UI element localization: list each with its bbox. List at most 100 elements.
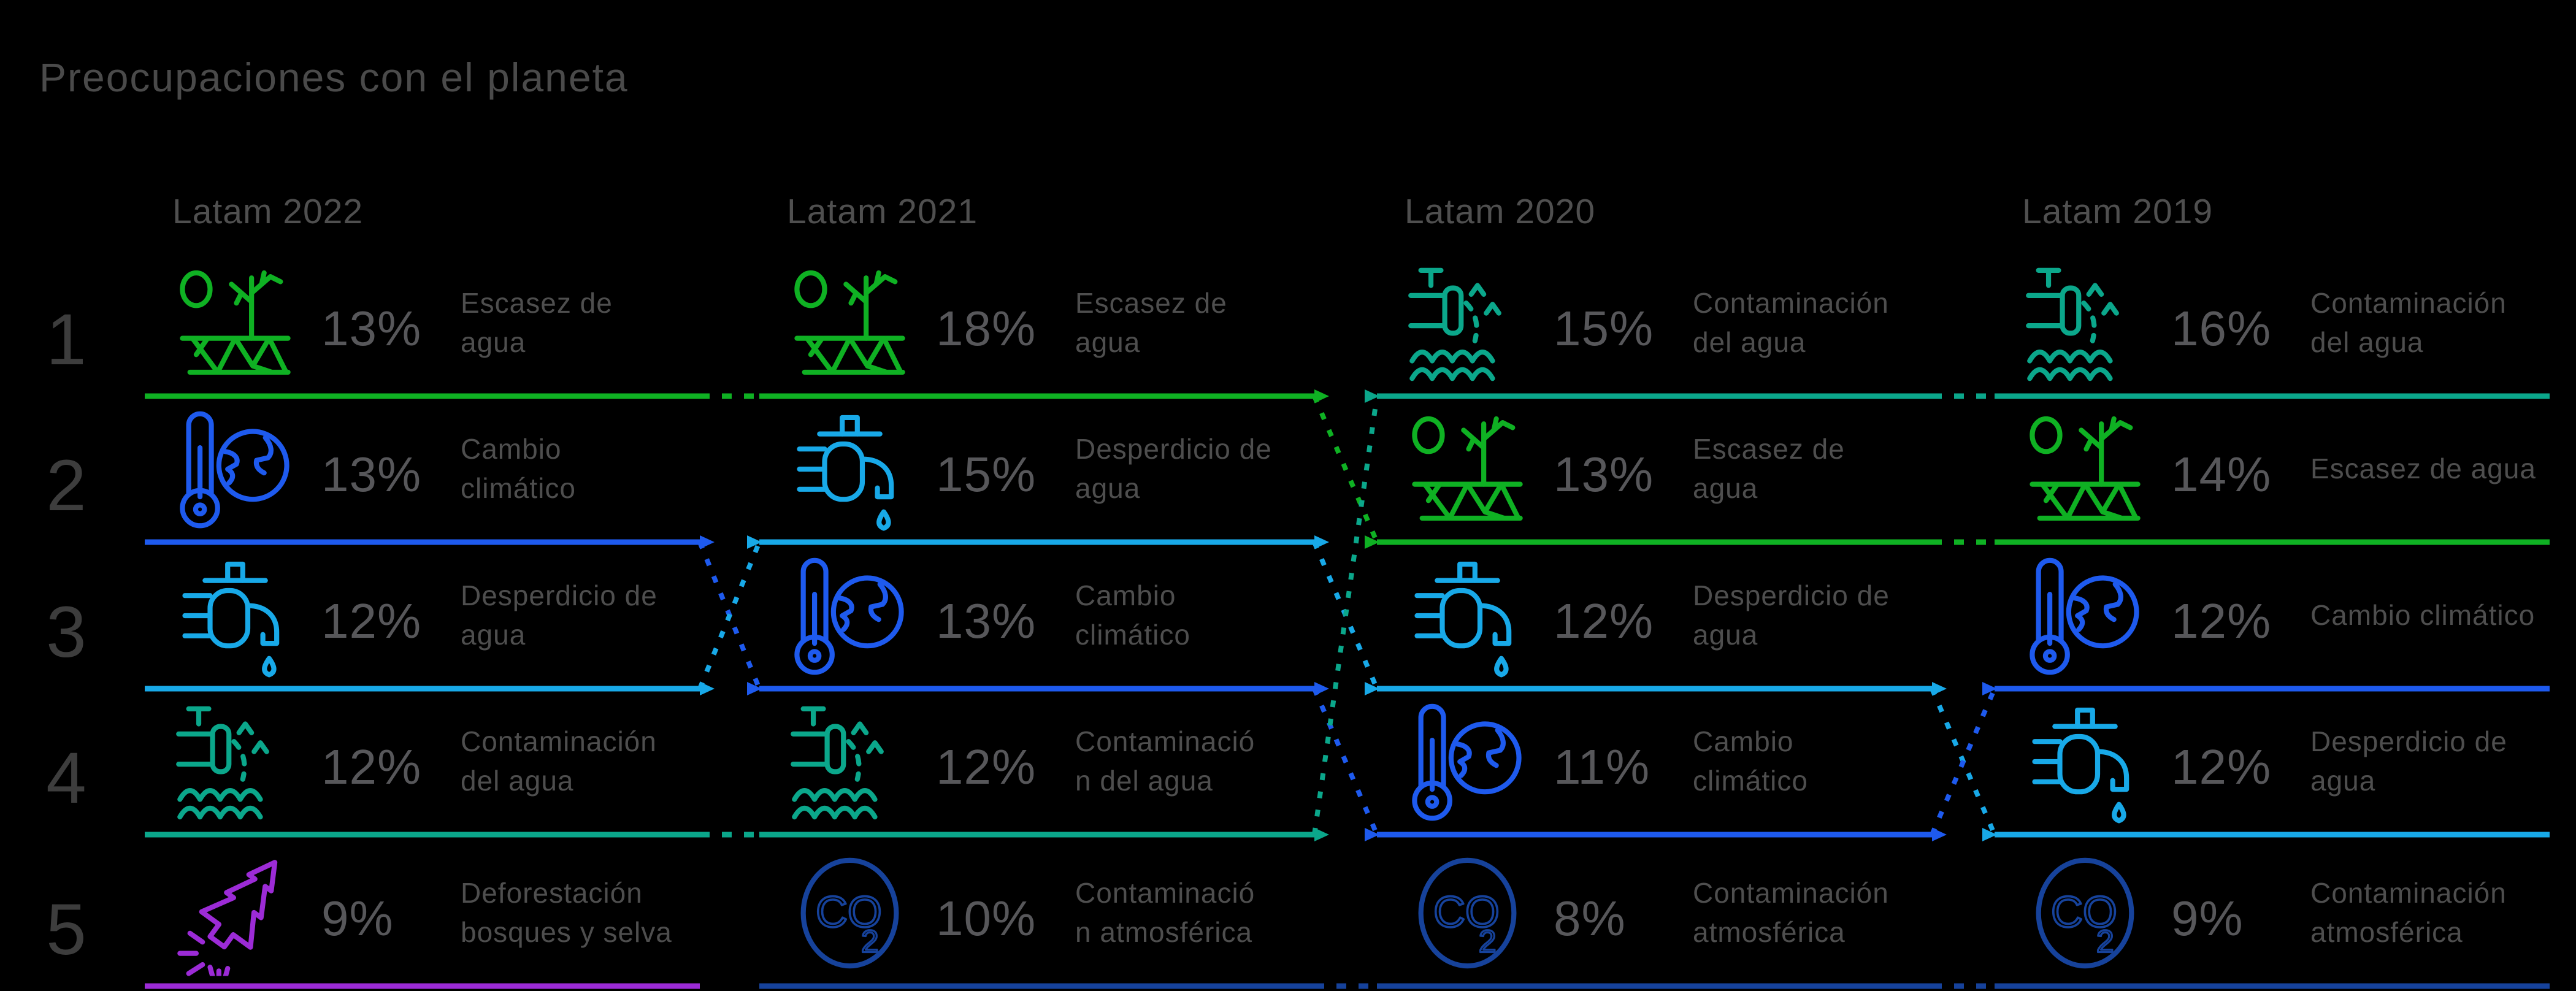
concern-label: Desperdicio de agua bbox=[461, 580, 657, 651]
percentage-value: 15% bbox=[1554, 301, 1654, 356]
concern-label: Contaminación atmosférica bbox=[2310, 877, 2507, 948]
connector-arrow bbox=[700, 535, 715, 549]
rank-number: 2 bbox=[46, 445, 86, 526]
rank-cell: 15% Contaminación del agua bbox=[1377, 249, 1932, 396]
connector-arrow bbox=[1314, 535, 1329, 549]
connector-arrow bbox=[1982, 682, 1997, 695]
rank-cell: 11% Cambio climático bbox=[1377, 687, 1932, 835]
percentage-value: 12% bbox=[2171, 740, 2272, 794]
svg-text:2: 2 bbox=[2096, 924, 2114, 959]
water-pollution-icon bbox=[172, 699, 298, 825]
water-pollution-icon bbox=[787, 699, 913, 825]
rank-cell: 12% Contaminación del agua bbox=[145, 687, 700, 835]
percentage-value: 12% bbox=[321, 594, 422, 648]
percentage-value: 12% bbox=[321, 740, 422, 794]
concern-label: Contaminació n atmosférica bbox=[1075, 877, 1255, 948]
percentage-value: 13% bbox=[321, 447, 422, 502]
water-scarcity-icon bbox=[787, 261, 913, 386]
climate-change-icon bbox=[172, 407, 298, 532]
percentage-value: 12% bbox=[1554, 594, 1654, 648]
percentage-value: 18% bbox=[936, 301, 1037, 356]
rank-number: 3 bbox=[46, 592, 86, 673]
rank-cell: 12% Contaminació n del agua bbox=[759, 687, 1314, 835]
concern-label: Cambio climático bbox=[461, 433, 576, 504]
rank-cell: 9% Deforestación bosques y selva bbox=[145, 839, 700, 986]
svg-text:2: 2 bbox=[1479, 924, 1497, 959]
air-pollution-icon: CO 2 bbox=[2022, 851, 2148, 976]
svg-text:CO: CO bbox=[1433, 888, 1500, 937]
percentage-value: 12% bbox=[2171, 594, 2272, 648]
concern-label: Desperdicio de agua bbox=[2310, 725, 2507, 797]
svg-text:2: 2 bbox=[861, 924, 879, 959]
water-pollution-icon bbox=[2022, 261, 2148, 386]
connector-arrow bbox=[1982, 828, 1997, 841]
deforestation-icon bbox=[172, 851, 298, 976]
connector-arrow bbox=[1365, 682, 1379, 695]
air-pollution-icon: CO 2 bbox=[1405, 851, 1530, 976]
concern-label: Cambio climático bbox=[2310, 599, 2536, 631]
connector-arrow bbox=[1314, 389, 1329, 403]
column-header: Latam 2021 bbox=[787, 192, 978, 231]
concern-label: Escasez de agua bbox=[2310, 453, 2536, 484]
air-pollution-icon: CO 2 bbox=[787, 851, 913, 976]
rank-cell: CO 2 10% Contaminació n atmosférica bbox=[759, 839, 1314, 986]
rank-cell: 13% Escasez de agua bbox=[1377, 395, 1932, 542]
percentage-value: 13% bbox=[321, 301, 422, 356]
water-waste-icon bbox=[172, 553, 298, 679]
rank-number: 1 bbox=[46, 299, 86, 380]
concern-label: Contaminación del agua bbox=[2310, 287, 2507, 358]
trend-connector bbox=[1930, 687, 1997, 836]
trend-connector bbox=[1312, 687, 1379, 836]
trend-connector bbox=[1312, 396, 1379, 835]
concern-label: Desperdicio de agua bbox=[1075, 433, 1272, 504]
rank-cell: 12% Desperdicio de agua bbox=[1995, 687, 2550, 835]
connector-arrow bbox=[1365, 389, 1379, 403]
rank-cell: 16% Contaminación del agua bbox=[1995, 249, 2550, 396]
rank-cell: CO 2 8% Contaminación atmosférica bbox=[1377, 839, 1932, 986]
percentage-value: 10% bbox=[936, 891, 1037, 946]
connector-arrow bbox=[1314, 682, 1329, 695]
connector-arrow bbox=[747, 682, 762, 695]
trend-connector bbox=[697, 541, 762, 690]
svg-text:CO: CO bbox=[816, 888, 882, 937]
percentage-value: 9% bbox=[2171, 891, 2244, 946]
connector-arrow bbox=[747, 535, 762, 549]
connector-arrow bbox=[1365, 828, 1379, 841]
rank-cell: 18% Escasez de agua bbox=[759, 249, 1314, 396]
water-scarcity-icon bbox=[2022, 407, 2148, 532]
percentage-value: 16% bbox=[2171, 301, 2272, 356]
concern-label: Deforestación bosques y selva bbox=[461, 877, 672, 948]
connector-arrow bbox=[1314, 828, 1329, 841]
concern-label: Escasez de agua bbox=[1693, 433, 1845, 504]
percentage-value: 9% bbox=[321, 891, 394, 946]
concern-label: Escasez de agua bbox=[461, 287, 613, 358]
percentage-value: 14% bbox=[2171, 447, 2272, 502]
concern-label: Contaminación del agua bbox=[461, 725, 657, 797]
rank-cell: 13% Cambio climático bbox=[759, 541, 1314, 689]
climate-change-icon bbox=[2022, 553, 2148, 679]
percentage-value: 13% bbox=[936, 594, 1037, 648]
water-waste-icon bbox=[2022, 699, 2148, 825]
concern-label: Escasez de agua bbox=[1075, 287, 1227, 358]
rank-cell: 13% Escasez de agua bbox=[145, 249, 700, 396]
rank-cell: 13% Cambio climático bbox=[145, 395, 700, 542]
concern-label: Desperdicio de agua bbox=[1693, 580, 1890, 651]
percentage-value: 13% bbox=[1554, 447, 1654, 502]
rank-cell: 12% Desperdicio de agua bbox=[1377, 541, 1932, 689]
rank-cell: 14% Escasez de agua bbox=[1995, 395, 2550, 542]
svg-text:CO: CO bbox=[2051, 888, 2117, 937]
water-waste-icon bbox=[1405, 553, 1530, 679]
column-header: Latam 2020 bbox=[1405, 192, 1596, 231]
concern-label: Contaminació n del agua bbox=[1075, 725, 1255, 797]
page-title: Preocupaciones con el planeta bbox=[39, 55, 629, 100]
column-header: Latam 2019 bbox=[2022, 192, 2214, 231]
connector-arrow bbox=[1365, 535, 1379, 549]
climate-change-icon bbox=[1405, 699, 1530, 825]
rank-cell: 15% Desperdicio de agua bbox=[759, 395, 1314, 542]
water-scarcity-icon bbox=[1405, 407, 1530, 532]
rank-cell: 12% Cambio climático bbox=[1995, 541, 2550, 689]
concern-label: Cambio climático bbox=[1693, 725, 1808, 797]
water-waste-icon bbox=[787, 407, 913, 532]
percentage-value: 8% bbox=[1554, 891, 1626, 946]
